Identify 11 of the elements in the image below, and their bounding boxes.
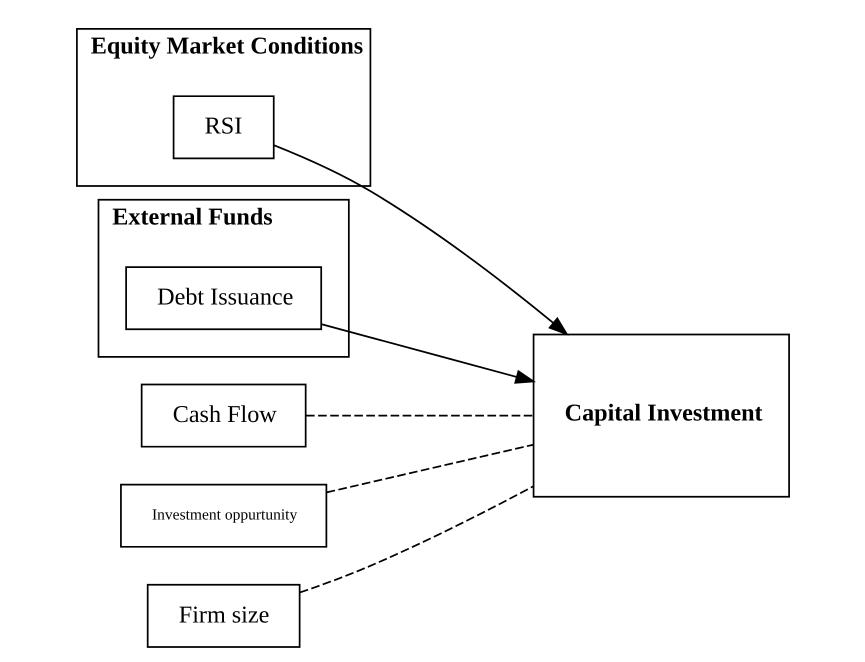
connector — [299, 485, 534, 594]
node-box: Debt Issuance — [124, 266, 322, 330]
node-box: Firm size — [146, 584, 300, 648]
node-box: RSI — [172, 95, 274, 160]
node-box: Cash Flow — [140, 384, 306, 448]
connector — [326, 444, 533, 494]
arrow — [320, 323, 536, 384]
node-box: Capital Investment — [532, 334, 790, 498]
node-box: Investment oppurtunity — [120, 484, 327, 548]
arrow — [273, 144, 568, 336]
connector — [306, 414, 533, 416]
